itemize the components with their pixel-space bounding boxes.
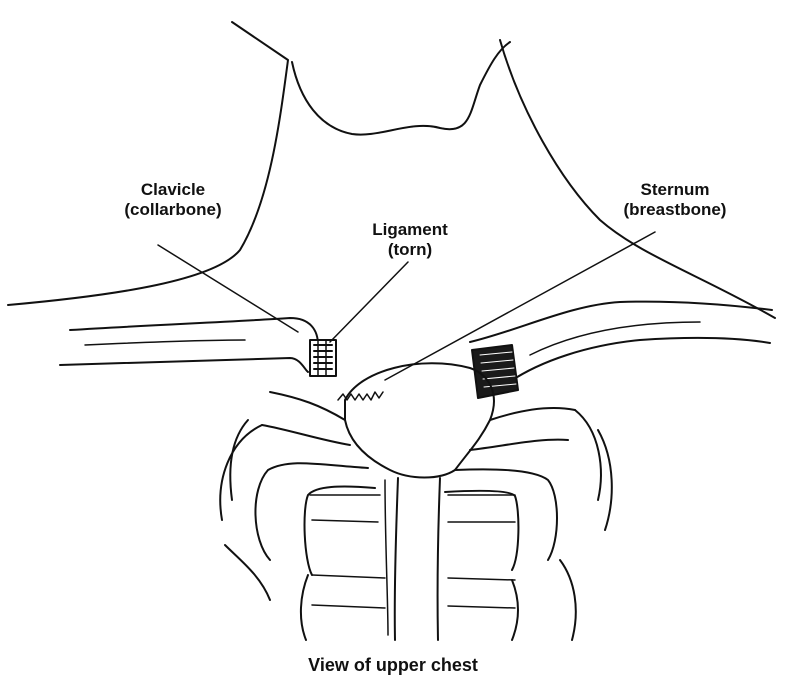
right-clavicle-upper <box>470 302 772 342</box>
ligament-label-line1: Ligament <box>330 220 490 240</box>
clavicle-label: Clavicle (collarbone) <box>88 180 258 220</box>
clavicle-label-line2: (collarbone) <box>88 200 258 220</box>
sternum-body-right <box>438 478 440 640</box>
torn-ligament <box>310 340 383 400</box>
left-ribs <box>220 392 385 640</box>
neck-left-line <box>8 22 288 305</box>
sternum-label: Sternum (breastbone) <box>585 180 765 220</box>
clavicle-label-line1: Clavicle <box>88 180 258 200</box>
right-clavicle-lower <box>505 338 770 385</box>
ligament-label: Ligament (torn) <box>330 220 490 260</box>
ligament-label-line2: (torn) <box>330 240 490 260</box>
left-clavicle-lower <box>60 358 308 372</box>
neck-right-line <box>500 40 775 318</box>
sternum-manubrium <box>345 363 494 477</box>
chin-line <box>292 42 510 135</box>
sternum-midline <box>385 480 388 635</box>
sternum-label-line1: Sternum <box>585 180 765 200</box>
sternum-label-line2: (breastbone) <box>585 200 765 220</box>
right-ribs <box>445 408 612 640</box>
diagram-caption: View of upper chest <box>293 655 493 675</box>
ligament-leader-line <box>330 262 408 342</box>
sternum-body <box>395 478 398 640</box>
left-clavicle-inner <box>85 340 245 345</box>
clavicle-leader-line <box>158 245 298 332</box>
